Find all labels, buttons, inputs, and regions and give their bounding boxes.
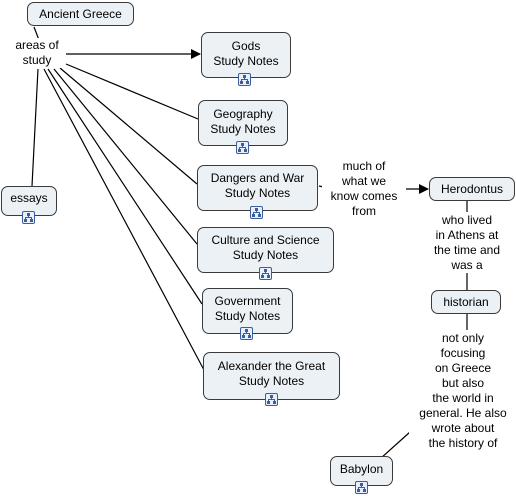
hierarchy-resource-icon[interactable] [259,267,272,280]
concept-geography-study-notes[interactable]: Geography Study Notes [198,100,288,146]
concept-herodontus[interactable]: Herodontus [429,177,515,201]
concept-dangers-and-war-study-notes[interactable]: Dangers and War Study Notes [197,165,318,211]
hierarchy-resource-icon[interactable] [22,211,35,224]
concept-label: Culture and Science Study Notes [211,233,320,262]
linking-phrase-not-only-focusing[interactable]: not only focusing on Greece but also the… [409,331,516,451]
concept-label: Dangers and War Study Notes [210,171,305,200]
link-areas-to-culture [53,68,198,245]
concept-culture-and-science-study-notes[interactable]: Culture and Science Study Notes [197,227,334,273]
concept-gods-study-notes[interactable]: Gods Study Notes [201,32,291,78]
linking-phrase-much-of-what-we-know[interactable]: much of what we know comes from [322,159,406,219]
linking-phrase-who-lived-in-athens[interactable]: who lived in Athens at the time and was … [423,213,511,273]
hierarchy-resource-icon[interactable] [265,393,278,406]
link-areas-to-geography [65,63,199,120]
link-areas-to-dangers [59,67,198,185]
concept-alexander-the-great-study-notes[interactable]: Alexander the Great Study Notes [203,352,340,400]
link-areas-to-alexander [43,68,205,371]
hierarchy-resource-icon[interactable] [250,206,263,219]
hierarchy-resource-icon[interactable] [355,481,368,494]
hierarchy-resource-icon[interactable] [240,327,253,340]
link-not-only-to-babylon [380,431,411,459]
link-greece-to-areas [33,26,40,41]
hierarchy-resource-icon[interactable] [236,141,249,154]
hierarchy-resource-icon[interactable] [238,73,251,86]
linking-phrase-areas-of-study[interactable]: areas of study [9,38,65,68]
concept-label: Gods Study Notes [213,39,279,68]
concept-label: Babylon [339,462,384,476]
concept-label: Alexander the Great Study Notes [217,359,326,388]
concept-label: Geography Study Notes [210,107,276,136]
link-areas-to-government [47,68,203,305]
concept-label: Government Study Notes [214,294,281,323]
concept-label: essays [10,191,48,205]
concept-ancient-greece[interactable]: Ancient Greece [27,2,134,26]
link-areas-to-essays [31,68,39,187]
concept-historian[interactable]: historian [431,290,501,314]
